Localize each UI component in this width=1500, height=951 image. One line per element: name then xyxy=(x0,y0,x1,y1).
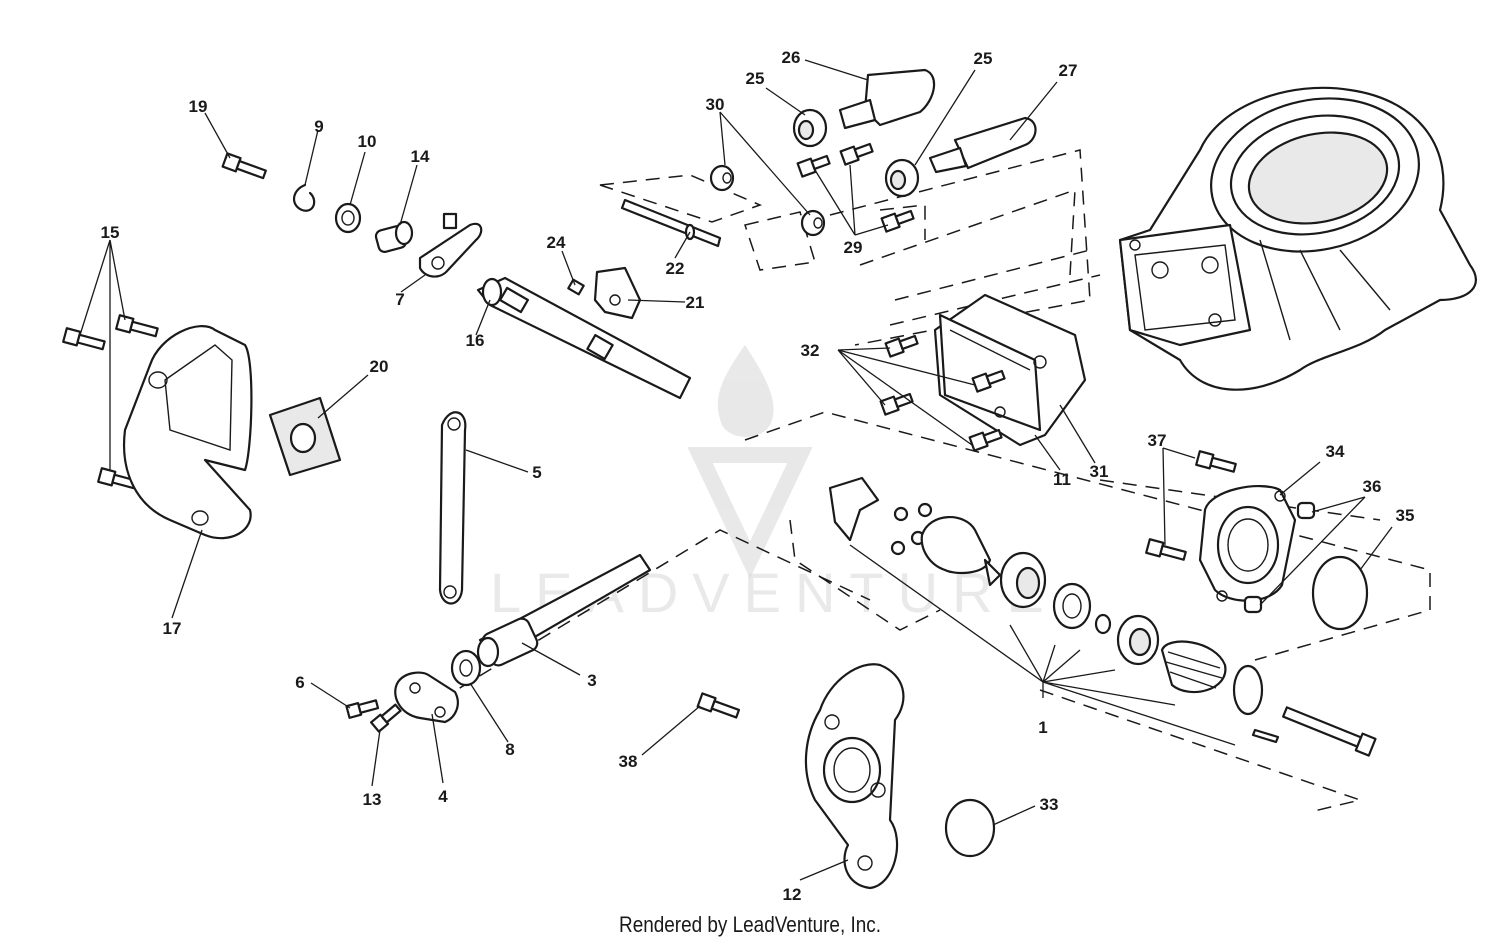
bolt-19 xyxy=(221,152,267,180)
callout-17: 17 xyxy=(163,619,182,638)
impeller-assembly xyxy=(828,476,1280,744)
bolt-38 xyxy=(696,692,741,719)
link-rod-5 xyxy=(438,411,467,605)
clips xyxy=(293,183,414,254)
bolt-29b xyxy=(839,142,874,166)
bolt-15a xyxy=(62,327,106,351)
callout-5: 5 xyxy=(532,463,541,482)
cylinder xyxy=(1118,86,1477,391)
callout-38: 38 xyxy=(619,752,638,771)
callout-34: 34 xyxy=(1326,442,1345,461)
shaft-3 xyxy=(476,553,652,668)
callout-35: 35 xyxy=(1396,506,1415,525)
reed-cover xyxy=(933,293,1087,447)
callout-33: 33 xyxy=(1040,795,1059,814)
shaft-16 xyxy=(476,276,692,400)
callout-10: 10 xyxy=(358,132,377,151)
bolt-37b xyxy=(1145,538,1187,561)
callout-19: 19 xyxy=(189,97,208,116)
callout-1: 1 xyxy=(1038,718,1047,737)
callout-16: 16 xyxy=(466,331,485,350)
callout-7: 7 xyxy=(395,290,404,309)
callout-36: 36 xyxy=(1363,477,1382,496)
bolt-32a xyxy=(884,334,919,358)
seal-20 xyxy=(268,396,342,477)
callout-14: 14 xyxy=(411,147,430,166)
lever-7 xyxy=(418,212,483,278)
callouts: 1 3 4 5 6 7 8 9 10 11 12 13 14 15 16 17 … xyxy=(101,48,1415,904)
callout-21: 21 xyxy=(686,293,705,312)
callout-31: 31 xyxy=(1090,462,1109,481)
housing-cover-17 xyxy=(123,325,253,540)
pump-housing-12 xyxy=(804,663,996,890)
callout-27: 27 xyxy=(1059,61,1078,80)
callout-22: 22 xyxy=(666,259,685,278)
callout-12: 12 xyxy=(783,885,802,904)
callout-6: 6 xyxy=(295,673,304,692)
leader-lines xyxy=(79,59,1393,881)
callout-11: 11 xyxy=(1053,470,1071,489)
bolt-15b xyxy=(115,314,159,338)
callout-37: 37 xyxy=(1148,431,1167,450)
callout-32: 32 xyxy=(801,341,820,360)
callout-25a: 25 xyxy=(746,69,765,88)
callout-20: 20 xyxy=(370,357,389,376)
collars-30 xyxy=(709,164,826,237)
bolt-37a xyxy=(1195,450,1237,473)
fittings xyxy=(792,68,1037,198)
callout-15: 15 xyxy=(101,223,120,242)
pin-22 xyxy=(620,198,722,248)
callout-9: 9 xyxy=(314,117,323,136)
callout-4: 4 xyxy=(438,787,448,806)
bolt-6 xyxy=(345,699,380,719)
bracket-21 xyxy=(567,266,642,320)
bolt-15c xyxy=(97,467,141,491)
callout-3: 3 xyxy=(587,671,596,690)
callout-25b: 25 xyxy=(974,49,993,68)
callout-30: 30 xyxy=(706,95,725,114)
bolt-29c xyxy=(880,209,915,233)
bolts xyxy=(62,142,1377,757)
housing-34 xyxy=(1198,485,1369,631)
bolt-main-shaft xyxy=(1282,706,1377,757)
callout-29: 29 xyxy=(844,238,863,257)
credit-line: Rendered by LeadVenture, Inc. xyxy=(619,912,881,937)
lever-4 xyxy=(394,649,482,724)
callout-13: 13 xyxy=(363,790,382,809)
bolt-32d xyxy=(968,428,1003,452)
watermark-logo xyxy=(687,345,813,579)
callout-24: 24 xyxy=(547,233,566,252)
bolt-29a xyxy=(796,154,831,178)
bolt-32c xyxy=(879,392,914,416)
bolt-13 xyxy=(370,703,402,733)
callout-8: 8 xyxy=(505,740,514,759)
callout-26: 26 xyxy=(782,48,801,67)
